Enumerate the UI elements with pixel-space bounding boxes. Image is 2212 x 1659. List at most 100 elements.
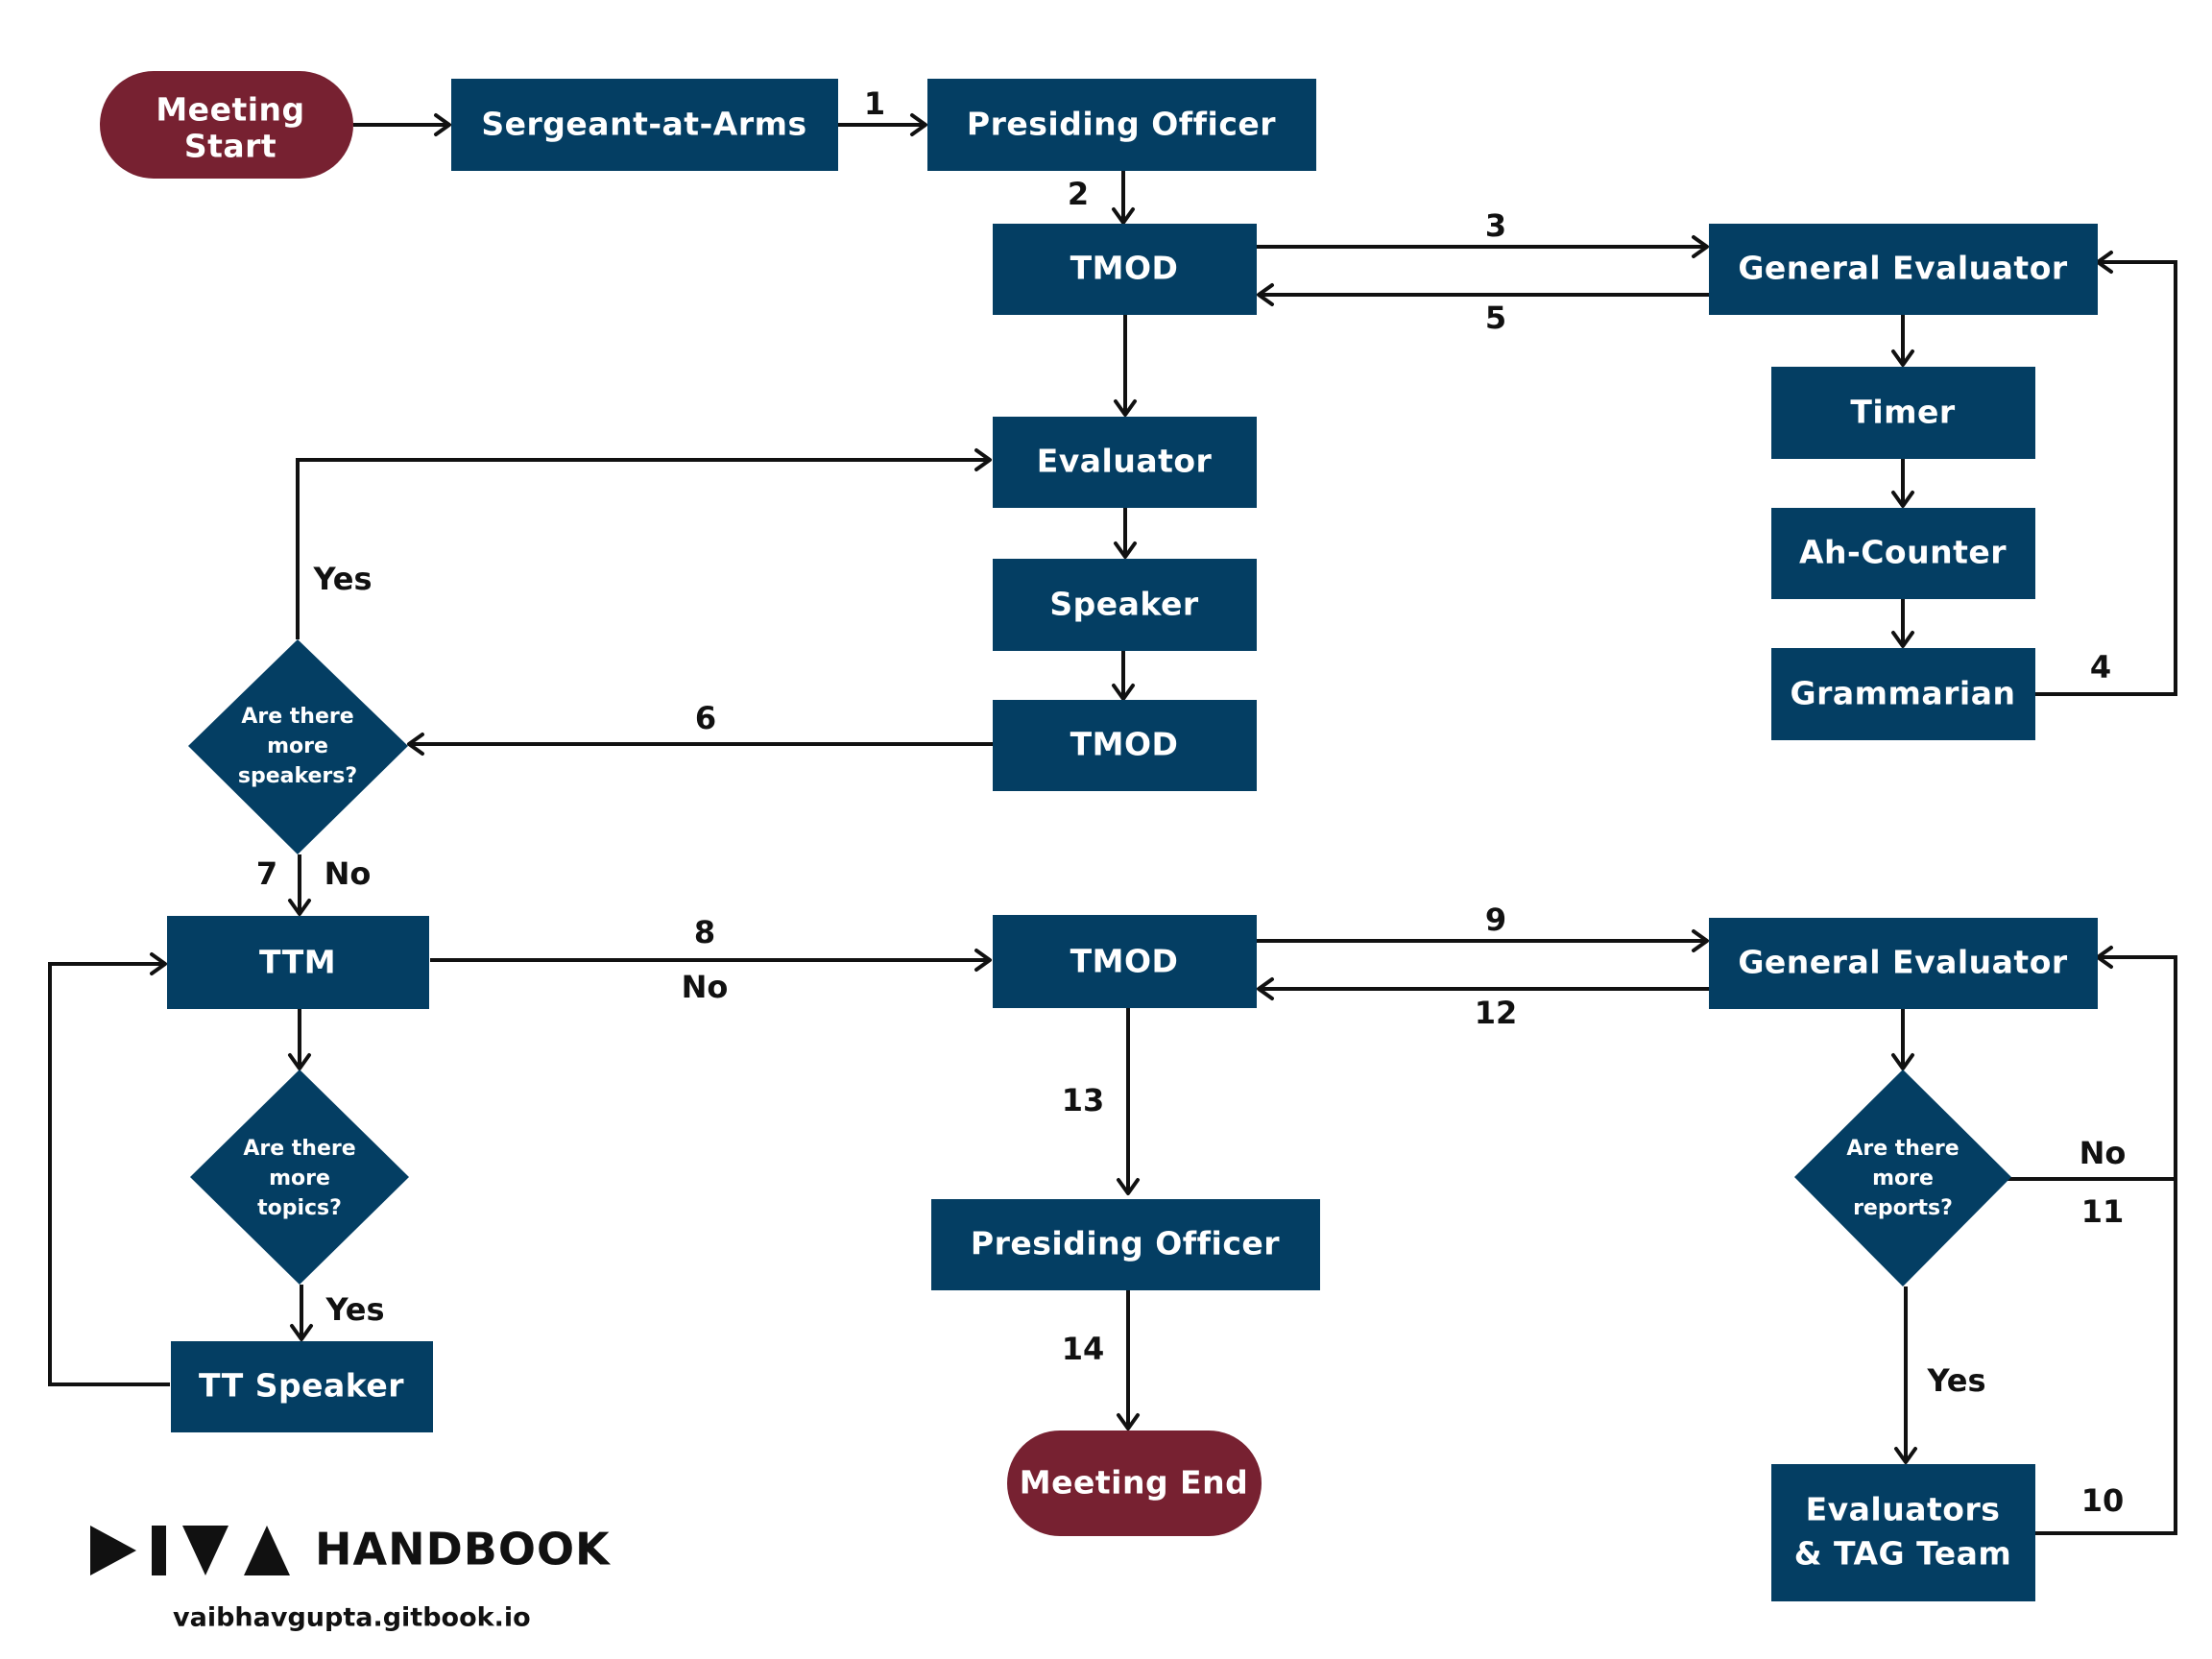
brand-url: vaibhavgupta.gitbook.io — [173, 1603, 531, 1633]
timer-label: Timer — [1850, 394, 1956, 431]
arrowhead — [1114, 541, 1137, 559]
edge-4 — [2033, 260, 2177, 696]
meeting-start-label-line2: Start — [184, 128, 276, 165]
edge-10 — [2033, 955, 2177, 1535]
general-evaluator-label-1: General Evaluator — [1738, 250, 2068, 287]
meeting-end-node: Meeting End — [1007, 1431, 1262, 1536]
ttm-label: TTM — [259, 944, 336, 981]
edge-label-13: 13 — [1062, 1082, 1105, 1118]
ah-counter-node: Ah-Counter — [1771, 508, 2035, 599]
edge-label-12: 12 — [1475, 995, 1518, 1031]
arrowhead — [1257, 977, 1274, 1000]
decision-speakers-line3: speakers? — [238, 764, 357, 788]
decision-speakers-line2: more — [267, 734, 328, 758]
evaluator-node: Evaluator — [993, 417, 1257, 508]
tmod-label-3: TMOD — [1070, 943, 1179, 980]
edge-label-7: 7 — [256, 855, 277, 892]
arrowhead — [288, 899, 311, 916]
edge-label-4: 4 — [2090, 649, 2111, 685]
edge-yes-speakers — [296, 458, 990, 639]
brand-block: HANDBOOK vaibhavgupta.gitbook.io — [90, 1524, 612, 1633]
presiding-officer-node-2: Presiding Officer — [931, 1199, 1320, 1290]
decision-topics-line1: Are there — [243, 1137, 355, 1161]
grammarian-node: Grammarian — [1771, 648, 2035, 740]
timer-node: Timer — [1771, 367, 2035, 459]
arrowhead — [974, 949, 992, 972]
arrowhead — [1114, 399, 1137, 417]
arrowhead — [1891, 491, 1914, 508]
edge-label-2: 2 — [1068, 176, 1089, 212]
edge-label-yes-reports: Yes — [1927, 1362, 1986, 1399]
decision-more-speakers: Are there more speakers? — [188, 639, 408, 854]
arrowhead — [150, 952, 167, 975]
edge-label-yes-topics: Yes — [325, 1291, 385, 1328]
tt-speaker-label: TT Speaker — [199, 1367, 404, 1405]
edge-label-no-speakers: No — [325, 855, 372, 892]
decision-speakers-line1: Are there — [241, 705, 353, 729]
tmod-label-2: TMOD — [1070, 726, 1179, 763]
arrowhead — [407, 733, 424, 756]
evaluator-label: Evaluator — [1037, 443, 1213, 480]
decision-reports-line3: reports? — [1853, 1196, 1953, 1220]
grammarian-label: Grammarian — [1790, 675, 2015, 712]
edge-label-1: 1 — [864, 85, 885, 122]
speaker-node: Speaker — [993, 559, 1257, 651]
decision-reports-line2: more — [1872, 1166, 1934, 1190]
arrowhead — [1692, 929, 1709, 952]
general-evaluator-node-1: General Evaluator — [1709, 224, 2098, 315]
meeting-start-node: Meeting Start — [100, 71, 353, 179]
general-evaluator-label-2: General Evaluator — [1738, 944, 2068, 981]
edge-label-9: 9 — [1485, 902, 1506, 938]
arrowhead — [1891, 349, 1914, 367]
arrowhead — [288, 1053, 311, 1070]
presiding-officer-label: Presiding Officer — [967, 106, 1276, 143]
tmod-node-2: TMOD — [993, 700, 1257, 791]
evaluators-tag-line1: Evaluators — [1806, 1491, 2001, 1528]
decision-topics-line3: topics? — [257, 1196, 342, 1220]
arrowhead — [1891, 1053, 1914, 1070]
tmod-node-3: TMOD — [993, 915, 1257, 1008]
edge-label-11: 11 — [2081, 1193, 2125, 1230]
tmod-label-1: TMOD — [1070, 250, 1179, 287]
edge-labels: 1 2 3 5 4 6 Yes 7 No 8 No Yes 9 12 No 11… — [256, 85, 2127, 1519]
arrowhead — [1891, 631, 1914, 648]
decision-reports-line1: Are there — [1846, 1137, 1959, 1161]
arrowhead — [910, 113, 927, 136]
edge-label-6: 6 — [695, 700, 716, 736]
meeting-start-label-line1: Meeting — [156, 91, 304, 129]
arrowhead — [1117, 1413, 1140, 1431]
arrowhead — [1112, 207, 1135, 225]
general-evaluator-node-2: General Evaluator — [1709, 918, 2098, 1009]
arrowhead — [974, 448, 992, 471]
arrowhead — [1112, 684, 1135, 701]
decision-more-reports: Are there more reports? — [1794, 1070, 2011, 1286]
edge-label-8: 8 — [694, 914, 715, 950]
evaluators-tag-team-node: Evaluators & TAG Team — [1771, 1464, 2035, 1601]
tmod-node-1: TMOD — [993, 224, 1257, 315]
arrowhead — [1692, 235, 1709, 258]
edge-label-no-topics: No — [682, 969, 729, 1005]
evaluators-tag-line2: & TAG Team — [1794, 1535, 2012, 1573]
edge-label-no-reports: No — [2080, 1135, 2127, 1171]
decision-topics-line2: more — [269, 1166, 330, 1190]
tt-speaker-node: TT Speaker — [171, 1341, 433, 1432]
sergeant-at-arms-label: Sergeant-at-Arms — [481, 106, 806, 143]
meeting-end-label: Meeting End — [1020, 1464, 1248, 1502]
diva-logo-icon — [90, 1526, 290, 1575]
sergeant-at-arms-node: Sergeant-at-Arms — [451, 79, 838, 171]
brand-title: HANDBOOK — [315, 1524, 612, 1575]
edge-ttspeaker-ttm — [48, 962, 170, 1386]
arrowhead — [290, 1324, 313, 1341]
arrowhead — [1257, 283, 1274, 306]
nodes: Meeting Start Sergeant-at-Arms Presiding… — [100, 71, 2098, 1601]
connectors — [48, 113, 2177, 1535]
ah-counter-label: Ah-Counter — [1799, 534, 2007, 571]
speaker-label: Speaker — [1049, 586, 1198, 623]
presiding-officer-label-2: Presiding Officer — [971, 1225, 1280, 1262]
edge-label-yes-speakers: Yes — [313, 561, 373, 597]
ttm-node: TTM — [167, 916, 429, 1009]
arrowhead — [1894, 1447, 1917, 1464]
decision-more-topics: Are there more topics? — [190, 1070, 409, 1285]
